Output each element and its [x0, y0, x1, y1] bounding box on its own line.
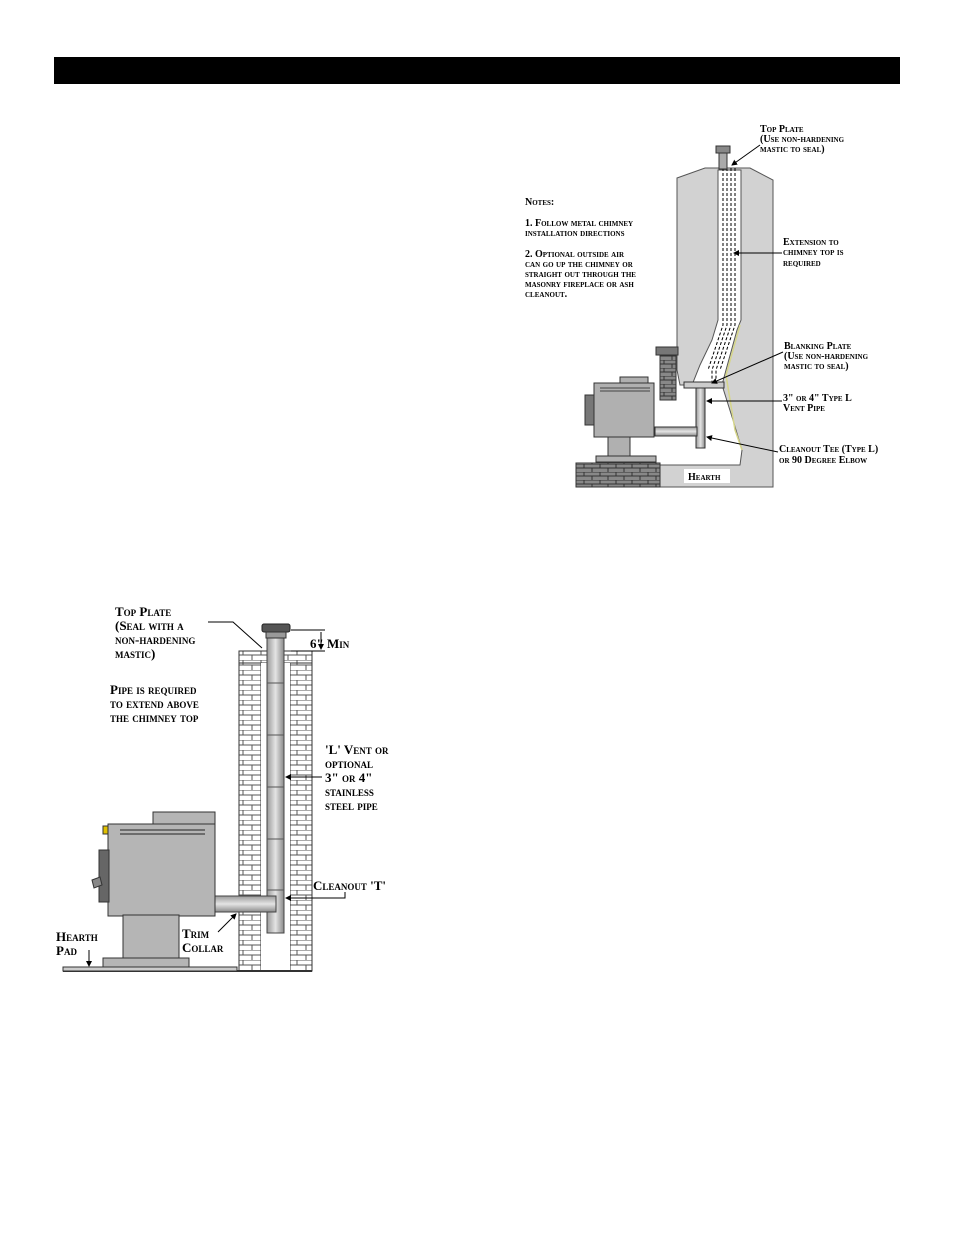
vent-option-label-1: 'L' Vent or [325, 742, 389, 757]
min-clearance-label: 6" Min [310, 636, 350, 651]
damper-box [659, 349, 677, 401]
extension-label-1: Extension to [783, 237, 839, 248]
top-plate-label-1: Top Plate [760, 124, 804, 135]
chimney-wall-left [238, 662, 262, 972]
blanking-plate-label-1: Blanking Plate [784, 341, 852, 352]
note-2-line-2: can go up the chimney or [525, 259, 634, 270]
top-plate-label-2: (Use non-hardening [760, 134, 845, 145]
stove-top [584, 376, 657, 463]
vent-option-label-4: stainless [325, 784, 374, 799]
cleanout-tee-label-2: or 90 Degree Elbow [779, 455, 867, 466]
note-1-line-1: 1. Follow metal chimney [525, 218, 633, 229]
bottom-top-plate-label-1: Top Plate [115, 604, 171, 619]
masonry-chimney [659, 167, 774, 488]
vent-pipe-label-1: 3" or 4" Type L [783, 393, 852, 404]
l-vent-pipe [266, 635, 285, 934]
bottom-top-plate-label-3: non-hardening [115, 632, 195, 647]
type-l-vent-pipe [695, 387, 706, 449]
bottom-top-plate-label-2: (Seal with a [115, 618, 184, 633]
pipe-required-label-2: to extend above [110, 696, 199, 711]
pipe-required-label-3: the chimney top [110, 710, 199, 725]
hearth-bricks [575, 462, 661, 488]
trim-collar-label-2: Collar [182, 940, 224, 955]
hearth-label-box [684, 469, 730, 483]
blanking-plate-label-2: (Use non-hardening [784, 351, 869, 362]
cleanout-tee-label-1: Cleanout Tee (Type L) [779, 444, 878, 455]
notes-title: Notes: [525, 197, 554, 208]
vent-option-label-2: optional [325, 756, 373, 771]
hearth-label: Hearth [688, 472, 721, 483]
chimney-wall-right [289, 662, 313, 972]
bottom-top-plate-label-4: mastic) [115, 646, 155, 661]
fireplace-diagram: Notes: 1. Follow metal chimney installat… [525, 124, 878, 488]
note-2-line-3: straight out through the [525, 269, 636, 280]
vent-option-label-5: steel pipe [325, 798, 378, 813]
vent-option-label-3: 3" or 4" [325, 770, 372, 785]
note-1-line-2: installation directions [525, 228, 625, 239]
cleanout-label: Cleanout 'T' [313, 878, 386, 893]
section-header-bar [54, 57, 900, 84]
blanking-plate-label-3: mastic to seal) [784, 361, 849, 372]
bottom-top-plate-cap [261, 623, 291, 633]
hearth-pad-label-2: Pad [56, 943, 77, 958]
extension-label-3: required [783, 258, 821, 269]
vent-extension-lines [707, 168, 736, 385]
extension-label-2: chimney top is [783, 247, 844, 258]
top-plate-label-3: mastic to seal) [760, 144, 825, 155]
note-2-line-1: 2. Optional outside air [525, 249, 625, 260]
pipe-required-label-1: Pipe is required [110, 682, 197, 697]
hearth-pad-label-1: Hearth [56, 929, 98, 944]
trim-collar-label-1: Trim [182, 926, 210, 941]
note-2-line-4: masonry fireplace or ash [525, 279, 634, 290]
blanking-plate [683, 381, 725, 389]
top-plate-cap [715, 145, 731, 154]
chimney-diagram: Top Plate (Seal with a non-hardening mas… [56, 604, 389, 972]
stove-bottom [98, 811, 216, 968]
note-2-line-5: cleanout. [525, 289, 568, 300]
horizontal-connector [212, 895, 277, 913]
vent-pipe-label-2: Vent Pipe [783, 403, 825, 414]
